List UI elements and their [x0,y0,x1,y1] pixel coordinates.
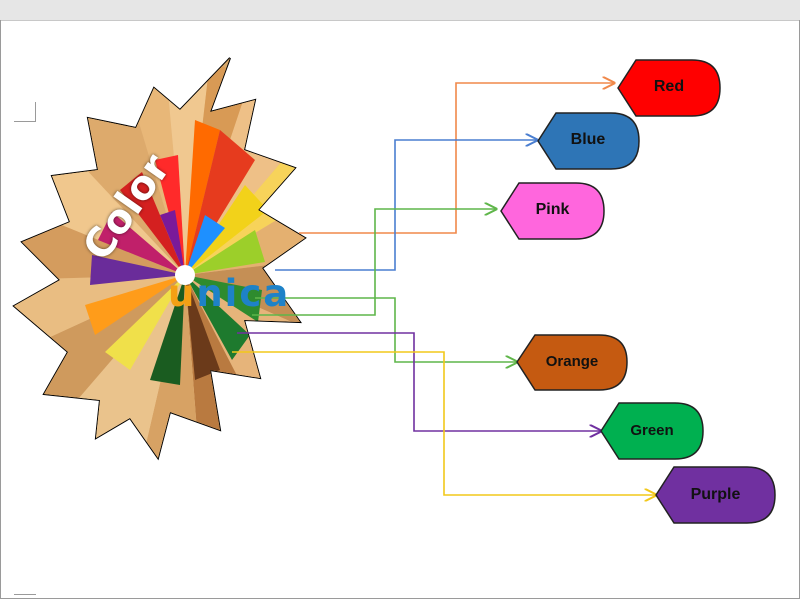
crop-mark [35,102,36,122]
tag-purple-shape [655,466,776,524]
tag-blue-shape [537,112,640,170]
tag-purple-label: Purple [690,486,741,503]
tag-red-label: Red [653,78,685,95]
connector-orange [255,297,517,362]
tag-pink-label: Pink [535,201,570,218]
crop-mark [14,121,36,122]
tag-green-shape [600,402,704,460]
tag-orange-label: Orange [545,353,599,370]
tag-pink-shape [500,182,605,240]
logo-rest: nica [196,272,291,315]
connector-lines [232,83,656,495]
tag-orange-shape [516,334,628,391]
crop-mark [14,594,36,595]
logo-prefix: u [168,272,197,315]
pencils-image [12,57,307,461]
tag-blue-label: Blue [570,131,606,148]
unica-logo: unica [168,275,290,312]
tag-green-label: Green [630,422,674,439]
connector-blue [275,140,537,271]
top-toolbar [0,0,800,21]
connector-green [237,332,601,431]
connector-pink [252,209,496,316]
connector-red [299,83,614,234]
tag-red-shape [617,59,721,117]
connector-purple [232,351,656,495]
